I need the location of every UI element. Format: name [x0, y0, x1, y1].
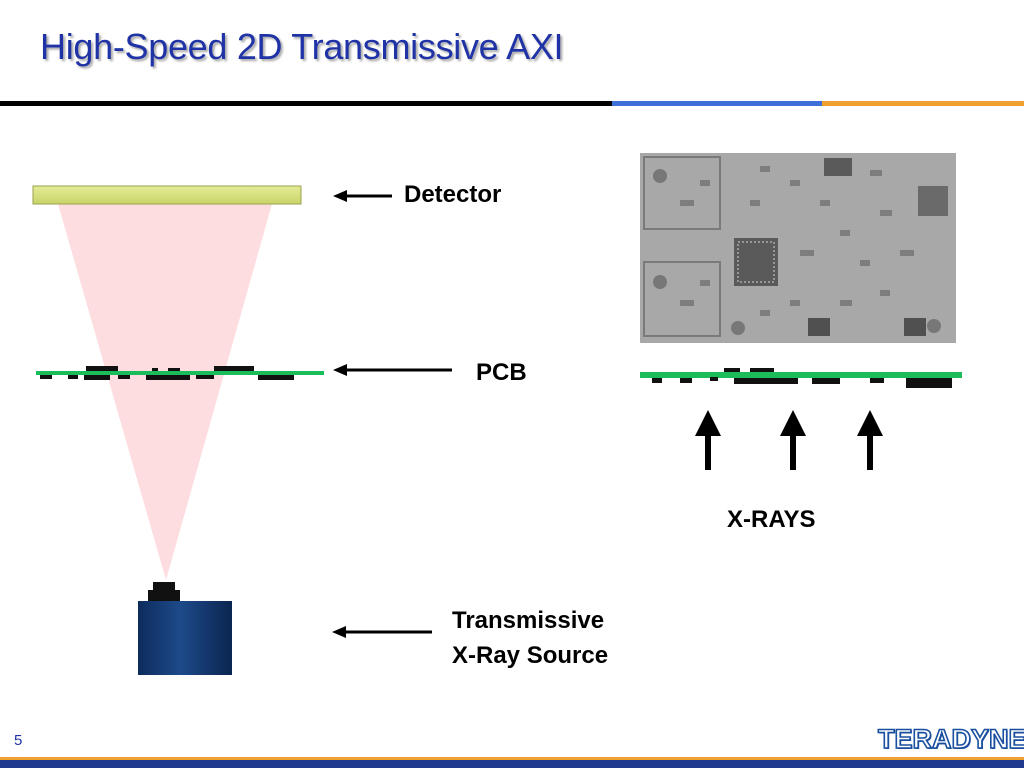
title-rule-blue — [612, 101, 822, 106]
detector-label: Detector — [404, 181, 502, 208]
xrays-label: X-RAYS — [727, 506, 816, 533]
title-rule-orange — [822, 101, 1024, 106]
xray-beam-cone — [58, 204, 272, 580]
pcb-label: PCB — [476, 359, 527, 386]
xray-image — [640, 153, 956, 343]
xray-arrow-3 — [857, 410, 883, 470]
pcb-arrow — [333, 364, 452, 376]
detector-plate — [32, 185, 302, 205]
title-rule-black — [0, 101, 612, 106]
xray-source — [138, 582, 232, 675]
source-label-line2: X-Ray Source — [452, 642, 609, 669]
source-arrow — [332, 626, 432, 638]
page-number: 5 — [14, 732, 23, 749]
pcb-side-view-right — [640, 368, 962, 388]
xray-arrow-2 — [780, 410, 806, 470]
pcb-side-view-left — [36, 366, 324, 380]
footer-rule — [0, 757, 1024, 768]
xray-arrow-1 — [695, 410, 721, 470]
detector-arrow — [333, 190, 392, 202]
source-label-line1: Transmissive — [452, 607, 605, 634]
teradyne-logo: TERADYNE — [877, 723, 1024, 755]
slide-title: High-Speed 2D Transmissive AXI — [40, 26, 564, 67]
